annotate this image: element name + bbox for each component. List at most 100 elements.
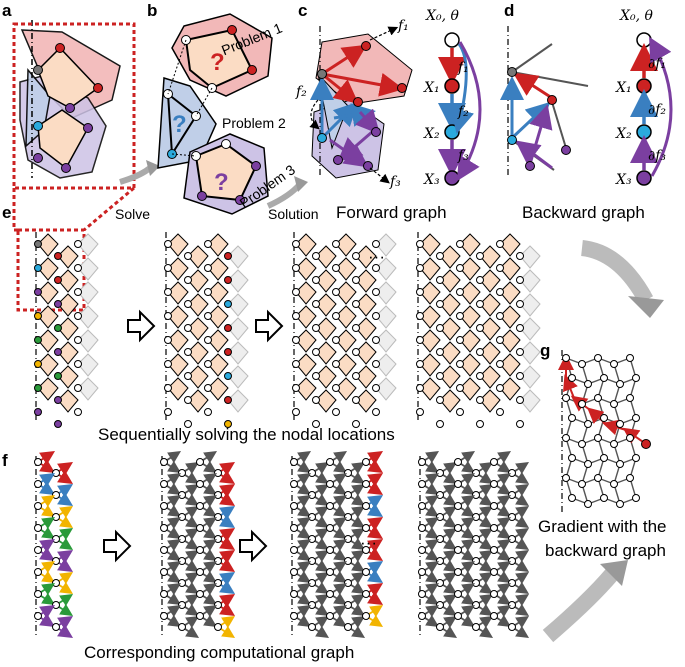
mesh-node	[476, 420, 484, 428]
graph-node	[508, 535, 516, 543]
mesh-node	[456, 288, 464, 296]
graph-node	[568, 454, 576, 462]
graph-node	[436, 535, 444, 543]
graph-node	[508, 469, 516, 477]
node	[33, 65, 43, 75]
mesh-face	[187, 293, 209, 317]
chain-skip-edge	[456, 41, 482, 182]
zoom-connector	[83, 186, 135, 232]
node	[61, 163, 71, 173]
x3-label: X₃	[423, 172, 440, 188]
mesh-node	[204, 288, 212, 296]
mesh-node	[54, 396, 62, 404]
mesh-node	[436, 276, 444, 284]
mesh-node	[456, 312, 464, 320]
graph-node	[178, 557, 186, 565]
gradient-graph	[558, 350, 651, 512]
panel-label-c: c	[298, 1, 307, 20]
mesh-node	[516, 420, 524, 428]
graph-node	[472, 579, 480, 587]
node	[235, 195, 245, 205]
selection-box	[12, 22, 136, 190]
mesh-node	[292, 264, 300, 272]
graph-node	[160, 458, 168, 466]
graph-node	[308, 623, 316, 631]
face	[37, 109, 89, 170]
panel-label-f: f	[2, 451, 8, 470]
mesh-node	[184, 324, 192, 332]
graph-node	[594, 434, 602, 442]
mesh-node	[292, 384, 300, 392]
graph-node	[326, 612, 334, 620]
mesh-node	[204, 408, 212, 416]
graph-node	[490, 480, 498, 488]
panel-b: b ? Problem 1 ? Problem 2 ? Problem 3	[147, 1, 298, 215]
mesh-node	[496, 240, 504, 248]
node	[247, 65, 257, 75]
graph-node	[34, 502, 42, 510]
graph-node	[418, 458, 426, 466]
graph-node	[472, 557, 480, 565]
gradient-edge	[563, 374, 578, 399]
problem2-label: Problem 2	[222, 115, 286, 131]
mesh-face	[499, 353, 521, 377]
mesh-node	[292, 288, 300, 296]
mesh-face	[295, 233, 317, 257]
graph-node	[52, 491, 60, 499]
mesh-face	[355, 365, 377, 389]
graph-node	[568, 374, 576, 382]
panel-label-e: e	[2, 203, 11, 222]
mesh-face	[227, 389, 249, 413]
graph-node	[196, 524, 204, 532]
mesh-node	[224, 300, 232, 308]
graph-node	[214, 491, 222, 499]
gradient-source-node	[641, 439, 651, 449]
mesh-face	[499, 257, 521, 281]
bchain-node-x0	[636, 32, 652, 48]
question-mark-blue: ?	[172, 111, 187, 138]
graph-node	[436, 513, 444, 521]
mesh-face	[355, 389, 377, 413]
mesh-face	[227, 341, 249, 365]
mesh-face	[479, 341, 501, 365]
graph-node	[196, 612, 204, 620]
graph-node	[52, 535, 60, 543]
graph-node	[490, 502, 498, 510]
graph-node	[418, 568, 426, 576]
mesh-node	[516, 300, 524, 308]
f3-label: f₃	[389, 174, 401, 190]
mesh-node	[476, 252, 484, 260]
graph-node	[610, 480, 618, 488]
backward-graph-title: Backward graph	[522, 203, 645, 222]
graph-node	[290, 546, 298, 554]
mesh-node	[352, 372, 360, 380]
mesh-face	[77, 233, 99, 257]
mesh-face	[57, 365, 79, 389]
question-mark-purple: ?	[214, 169, 229, 196]
mesh-face	[459, 353, 481, 377]
mesh-face	[207, 329, 229, 353]
bx1-label: X₁	[615, 80, 632, 96]
mesh-face	[479, 389, 501, 413]
mesh-face	[77, 305, 99, 329]
mesh-node	[54, 420, 62, 428]
graph-node	[308, 557, 316, 565]
graph-node	[178, 623, 186, 631]
node	[65, 103, 75, 113]
graph-node	[600, 454, 608, 462]
mesh-face	[37, 329, 59, 353]
graph-node	[326, 568, 334, 576]
graph-node	[362, 458, 370, 466]
graph-node	[196, 458, 204, 466]
mesh-node	[224, 252, 232, 260]
graph-node	[578, 480, 586, 488]
mesh-face	[335, 329, 357, 353]
bchain-node-x2	[636, 124, 652, 140]
mesh-face	[355, 245, 377, 269]
mesh-face	[335, 281, 357, 305]
mesh-node	[496, 312, 504, 320]
mesh-face	[315, 317, 337, 341]
graph-node	[214, 469, 222, 477]
mesh-face	[499, 377, 521, 401]
node	[397, 83, 407, 93]
